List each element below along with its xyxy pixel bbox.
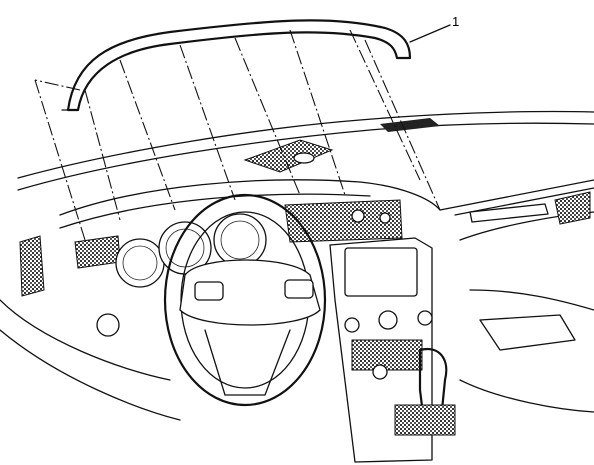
center-stack [329,237,433,463]
instrument-cluster [115,213,267,288]
right-vent [469,191,591,225]
left-vent [19,235,121,297]
dash-pad-component [61,19,412,112]
defroster-grille [243,118,440,173]
center-vent [284,199,403,243]
steering-wheel [163,193,327,407]
gear-shifter [394,347,456,436]
callout-label-1: 1 [452,14,459,29]
windshield-line [17,110,594,191]
lower-dash [0,289,594,421]
projection-lines [34,29,441,241]
callout-leader [409,24,451,43]
